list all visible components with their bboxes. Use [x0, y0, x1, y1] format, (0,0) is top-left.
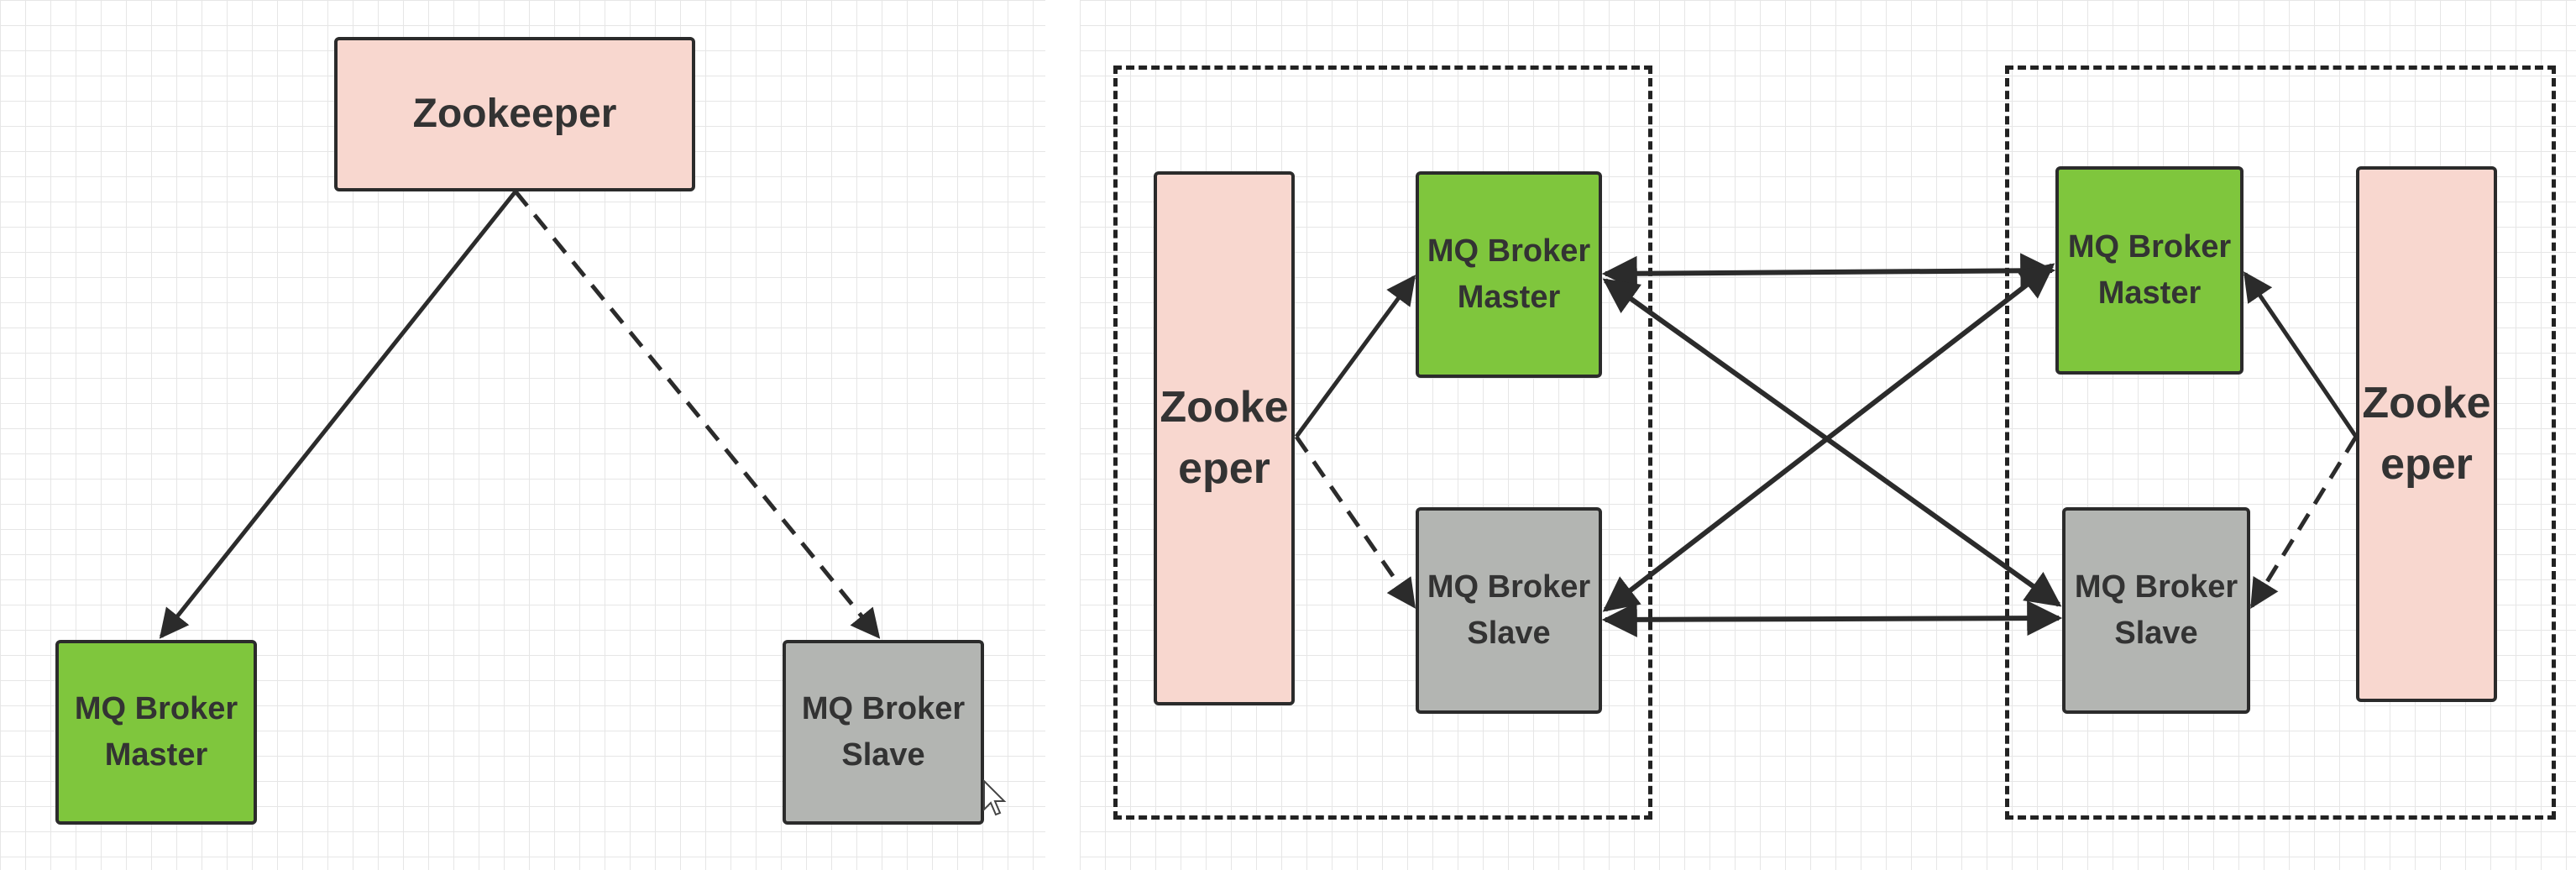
group-a-broker-master-node[interactable]: MQ Broker Master [1416, 171, 1602, 378]
left-zk-to-master-arrow [159, 190, 517, 639]
group-a-broker-slave-node[interactable]: MQ Broker Slave [1416, 507, 1602, 714]
panel-divider [1045, 0, 1080, 870]
slave-a-to-master-b-link [1602, 263, 2055, 612]
group-b-zk-to-master-arrow [2243, 271, 2359, 438]
slave-a-to-slave-b-link [1601, 600, 2063, 637]
master-a-to-master-b-link [1601, 253, 2056, 291]
group-b-zookeeper-node[interactable]: Zooke eper [2356, 166, 2497, 702]
group-a-zk-to-slave-dashed-arrow [1294, 435, 1416, 609]
left-zk-to-slave-dashed-arrow [514, 190, 881, 639]
group-a-zk-to-master-arrow [1294, 275, 1416, 438]
left-zookeeper-node[interactable]: Zookeeper [334, 37, 695, 191]
group-b-broker-master-node[interactable]: MQ Broker Master [2055, 166, 2244, 375]
mouse-cursor-icon [983, 778, 1007, 816]
group-b-zk-to-slave-dashed-arrow [2249, 435, 2359, 609]
group-b-broker-slave-node[interactable]: MQ Broker Slave [2062, 507, 2250, 714]
left-broker-master-node[interactable]: MQ Broker Master [55, 640, 257, 825]
group-a-zookeeper-node[interactable]: Zooke eper [1154, 171, 1295, 705]
left-broker-slave-node[interactable]: MQ Broker Slave [783, 640, 984, 825]
